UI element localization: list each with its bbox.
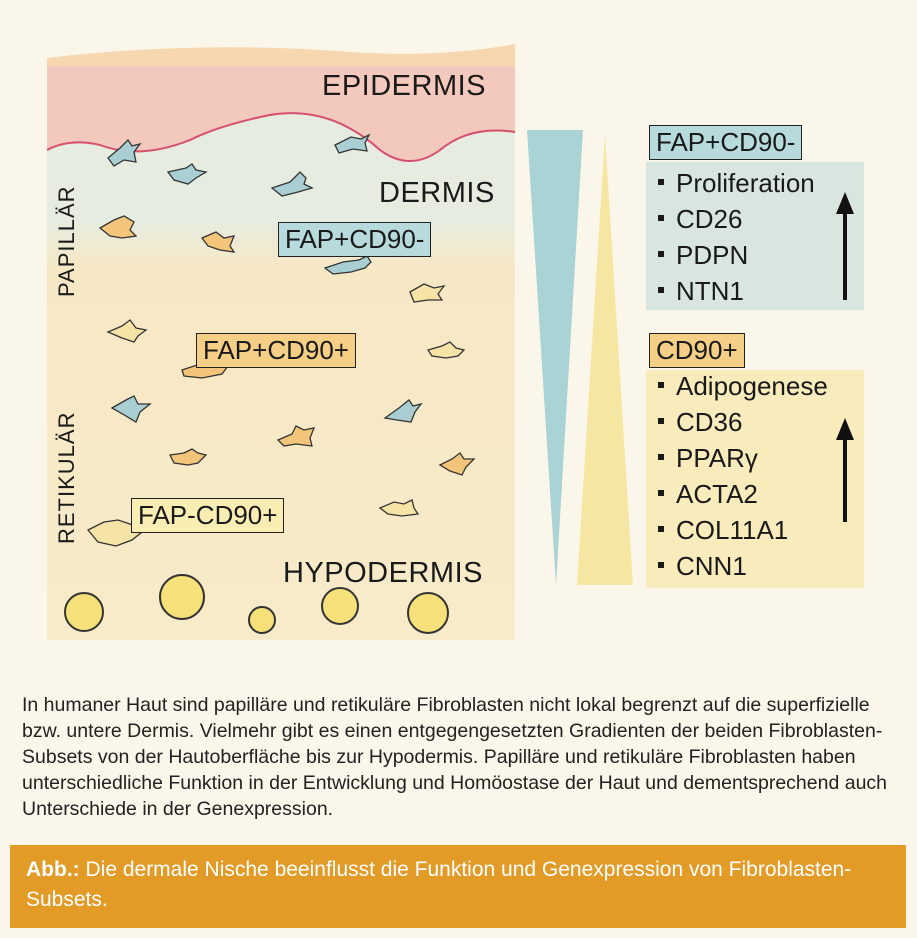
fibroblast-cell [200, 231, 236, 253]
skin-layers-svg [46, 44, 864, 640]
reticular-gradient-wedge [577, 135, 633, 585]
up-arrow-icon [836, 192, 854, 300]
footer-text: Die dermale Nische beeinflusst die Funkt… [26, 858, 852, 911]
list-item: CNN1 [646, 548, 828, 584]
panel-bottom-list: Adipogenese CD36 PPARγ ACTA2 COL11A1 CNN… [646, 368, 828, 584]
label-fap-neg-cd90-pos: FAP-CD90+ [131, 498, 285, 533]
hypodermis-label: HYPODERMIS [283, 557, 483, 589]
list-item: ACTA2 [646, 476, 828, 512]
fibroblast-cell [383, 399, 423, 423]
fibroblast-cell [276, 425, 316, 447]
adipocyte [248, 606, 276, 634]
fibroblast-cell [270, 171, 314, 197]
fibroblast-cell [334, 133, 371, 154]
papillary-label: PAPILLÄR [54, 185, 79, 297]
papillary-gradient-wedge [527, 130, 583, 585]
list-item: Adipogenese [646, 368, 828, 404]
fibroblast-cell [169, 448, 208, 466]
panel-top-list: Proliferation CD26 PDPN NTN1 [646, 165, 815, 309]
epidermis-label: EPIDERMIS [322, 70, 487, 102]
label-fap-pos-cd90-pos: FAP+CD90+ [196, 333, 356, 368]
panel-bottom-bg [646, 370, 864, 588]
list-item: CD26 [646, 201, 815, 237]
panel-top-bg [646, 162, 864, 310]
fibroblast-cell [106, 319, 148, 343]
list-item: Proliferation [646, 165, 815, 201]
adipocyte [64, 592, 104, 632]
list-item: CD36 [646, 404, 828, 440]
dermis-label: DERMIS [379, 177, 495, 209]
up-arrow-icon [836, 418, 854, 522]
label-fap-pos-cd90-neg: FAP+CD90- [278, 222, 432, 257]
fibroblast-cell [98, 215, 138, 239]
fibroblast-cell [438, 452, 476, 476]
fibroblast-cell [107, 138, 142, 167]
list-item: NTN1 [646, 273, 815, 309]
fibroblast-cell [110, 395, 152, 423]
reticular-label: RETIKULÄR [54, 411, 79, 544]
fibroblast-cell [426, 341, 466, 359]
footer-label: Abb.: [26, 858, 80, 881]
basement-membrane [46, 112, 516, 162]
fibroblast-cell [323, 255, 372, 275]
figure-caption: In humaner Haut sind papilläre und retik… [22, 694, 888, 820]
skin-diagram: EPIDERMIS DERMIS HYPODERMIS PAPILLÄR RET… [46, 44, 864, 640]
stratum-corneum [47, 44, 515, 66]
list-item: PPARγ [646, 440, 828, 476]
fibroblast-cell [378, 499, 420, 517]
fibroblast-cell [166, 163, 208, 185]
adipocyte [407, 592, 449, 634]
list-item: PDPN [646, 237, 815, 273]
figure-footer: Abb.: Die dermale Nische beeinflusst die… [10, 845, 906, 928]
fibroblast-cell [409, 283, 446, 303]
panel-bottom-title: CD90+ [649, 333, 745, 368]
adipocyte [321, 587, 359, 625]
panel-top-title: FAP+CD90- [649, 125, 803, 160]
list-item: COL11A1 [646, 512, 828, 548]
adipocyte [159, 574, 205, 620]
